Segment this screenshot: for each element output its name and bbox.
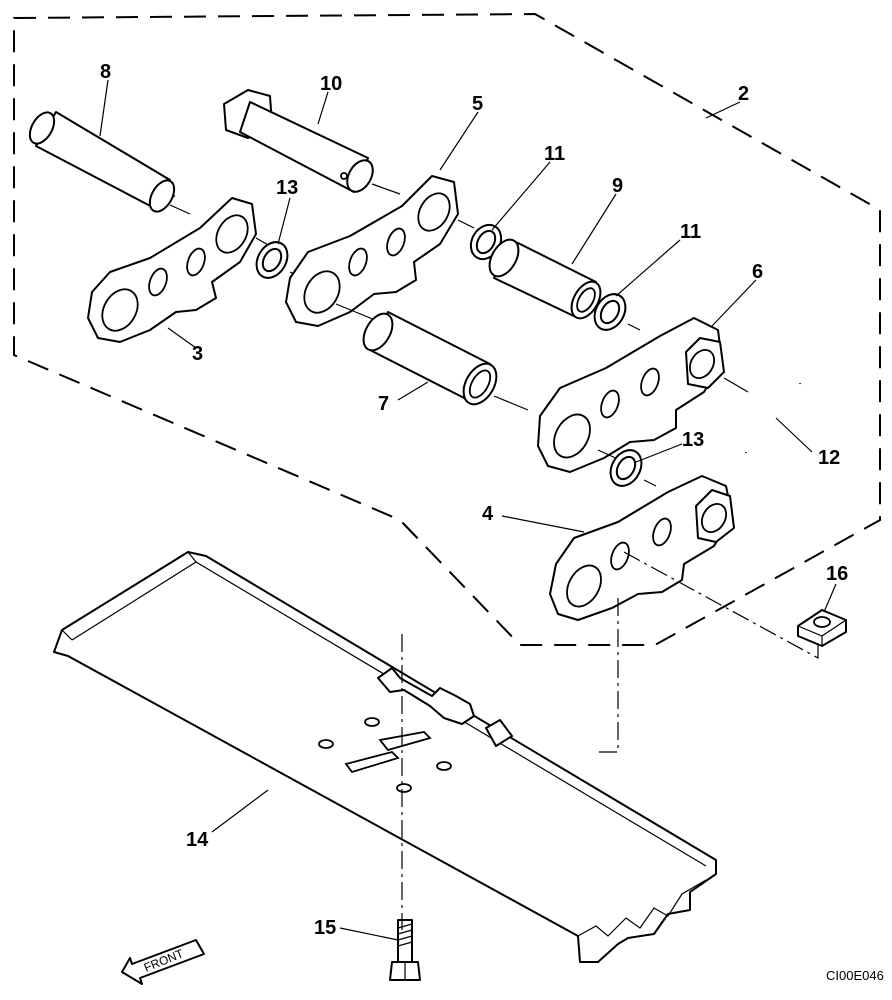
assembly-centerlines (401, 551, 819, 930)
callout-9: 9 (612, 175, 623, 197)
part-13-seal-lower (609, 449, 657, 487)
part-10-headed-pin (223, 89, 401, 195)
callout-8: 8 (100, 61, 111, 83)
leader-lines (99, 79, 837, 941)
callout-6: 6 (752, 261, 763, 283)
callout-4: 4 (482, 503, 494, 525)
callout-5: 5 (472, 93, 483, 115)
part-15-bolt (389, 919, 421, 981)
part-9-bushing (488, 238, 602, 320)
callout-14: 14 (186, 829, 209, 851)
part-11-spacer-lower (593, 293, 641, 331)
part-14-track-shoe (53, 551, 717, 963)
part-6-track-link (537, 317, 749, 473)
callout-2: 2 (738, 83, 749, 105)
callout-13-lower: 13 (682, 429, 704, 451)
callout-16: 16 (826, 563, 848, 585)
part-4-track-link (549, 475, 735, 621)
part-7-bushing (362, 311, 529, 411)
part-3-track-link (87, 197, 271, 343)
front-direction-arrow: FRONT (121, 939, 205, 985)
callout-11-upper: 11 (544, 143, 565, 165)
part-5-track-link (285, 175, 475, 327)
callout-11-lower: 11 (680, 221, 701, 243)
callout-3: 3 (192, 343, 203, 365)
callout-15: 15 (314, 917, 336, 939)
callout-13-upper: 13 (276, 177, 298, 199)
drawing-code: CI00E046 (826, 968, 884, 983)
assembly-boundary-dashed (13, 12, 881, 646)
callout-7: 7 (378, 393, 389, 415)
callout-12: 12 (818, 447, 840, 469)
callout-10: 10 (320, 73, 342, 95)
callout-numbers: 8 10 5 2 13 11 9 11 6 3 7 13 12 4 16 14 … (100, 61, 848, 939)
part-16-nut (797, 609, 847, 647)
part-12-lock-pin (744, 383, 802, 453)
front-arrow-label: FRONT (142, 946, 186, 975)
part-8-pin (28, 111, 191, 215)
